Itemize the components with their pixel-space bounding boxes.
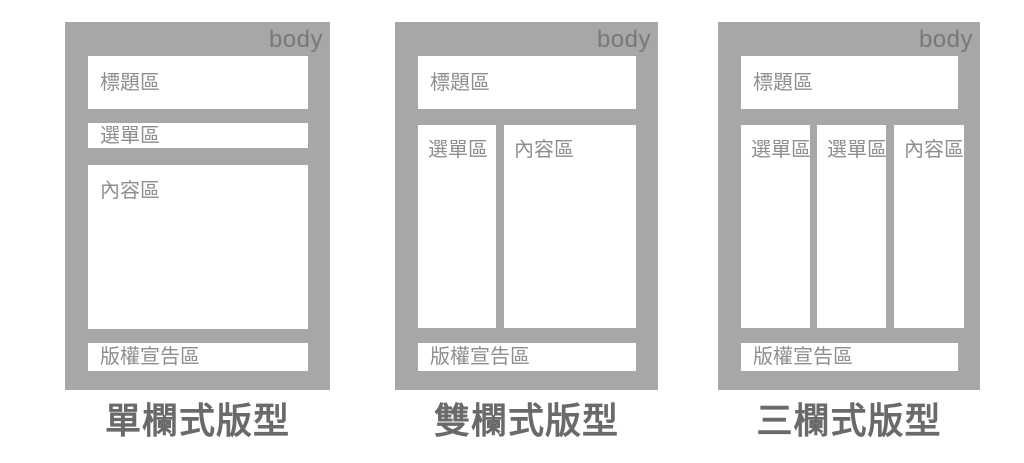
body-tag-label: body [918,26,973,53]
menu-column-label: 選單區 [428,139,488,161]
copyright-area-label: 版權宣告區 [100,346,200,368]
single-column-body-frame: body 標題區 選單區 內容區 版權宣告區 [65,22,330,390]
copyright-area-box: 版權宣告區 [418,343,636,371]
menu-column-label-1: 選單區 [751,139,811,161]
copyright-area-box: 版權宣告區 [88,343,308,371]
menu-column-label-2: 選單區 [827,139,887,161]
header-area-label: 標題區 [430,71,490,94]
content-column-box: 內容區 [504,125,636,328]
menu-column-box-2: 選單區 [817,125,887,328]
content-area-box: 內容區 [88,165,308,329]
menu-area-label: 選單區 [100,124,160,147]
copyright-area-box: 版權宣告區 [741,343,958,371]
header-area-label: 標題區 [753,71,813,94]
menu-column-box: 選單區 [418,125,496,328]
three-column-row: 選單區 選單區 內容區 [741,125,964,328]
two-column-row: 選單區 內容區 [418,125,636,328]
menu-area-box: 選單區 [88,123,308,148]
header-area-box: 標題區 [418,56,636,109]
panel-two-column-layout: body 標題區 選單區 內容區 版權宣告區 雙欄式版型 [395,22,658,443]
copyright-area-label: 版權宣告區 [430,346,530,368]
panel-single-column-layout: body 標題區 選單區 內容區 版權宣告區 單欄式版型 [65,22,330,443]
content-column-box: 內容區 [894,125,964,328]
body-tag-label: body [596,26,651,53]
header-area-box: 標題區 [88,56,308,109]
three-column-body-frame: body 標題區 選單區 選單區 內容區 版權宣告區 [718,22,980,390]
header-area-label: 標題區 [100,71,160,94]
copyright-area-label: 版權宣告區 [753,346,853,368]
content-column-label: 內容區 [904,139,964,161]
panel-three-column-layout: body 標題區 選單區 選單區 內容區 版權宣告區 三欄式版型 [718,22,980,443]
single-column-caption: 單欄式版型 [104,400,290,441]
header-area-box: 標題區 [741,56,958,109]
content-column-label: 內容區 [514,139,574,161]
body-tag-label: body [268,26,323,53]
three-column-caption: 三欄式版型 [756,400,942,441]
two-column-body-frame: body 標題區 選單區 內容區 版權宣告區 [395,22,658,390]
two-column-caption: 雙欄式版型 [433,400,619,441]
content-area-label: 內容區 [100,180,160,202]
menu-column-box-1: 選單區 [741,125,811,328]
